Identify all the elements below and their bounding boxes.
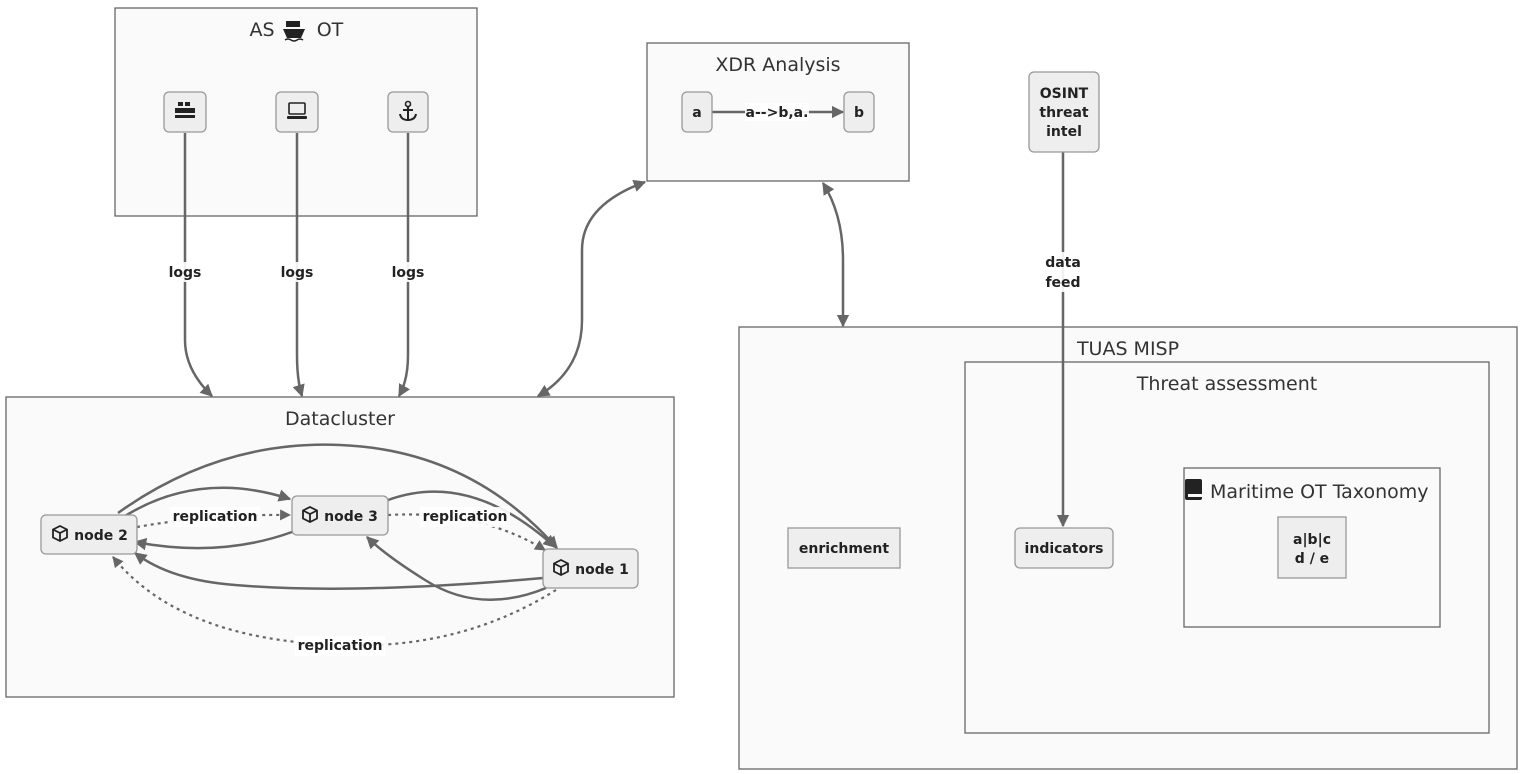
edge-xdr-datacluster <box>536 179 647 398</box>
cluster-misp-title: TUAS MISP <box>1076 338 1179 360</box>
svg-text:node 1: node 1 <box>575 562 629 578</box>
edge-label-replication-1-2: replication <box>295 636 385 656</box>
cluster-ot-title-prefix: AS <box>249 19 274 41</box>
cluster-taxonomy-title: Maritime OT Taxonomy <box>1210 481 1429 503</box>
anchor-icon <box>399 100 417 122</box>
svg-text:replication: replication <box>298 638 383 654</box>
node-node-2[interactable]: node 2 <box>40 514 138 555</box>
edge-node2-node1-top <box>117 443 558 549</box>
svg-text:threat: threat <box>1039 105 1089 121</box>
edge-logs-2 <box>292 133 305 398</box>
svg-text:data: data <box>1045 255 1081 271</box>
edge-label-xdr-a-b: a-->b,a. <box>745 103 809 121</box>
edge-node3-node2 <box>133 530 293 551</box>
node-node-1[interactable]: node 1 <box>542 548 639 589</box>
node-enrichment[interactable]: enrichment <box>787 527 901 569</box>
node-node-3[interactable]: node 3 <box>291 495 389 536</box>
cluster-threat-title: Threat assessment <box>1136 373 1317 395</box>
cluster-xdr-title: XDR Analysis <box>715 54 840 76</box>
node-osint-threat-intel[interactable]: OSINT threat intel <box>1028 71 1100 153</box>
edge-node1-node2 <box>134 552 544 590</box>
node-xdr-a[interactable]: a <box>681 91 713 133</box>
edge-node2-node3 <box>124 486 292 518</box>
svg-text:OSINT: OSINT <box>1040 86 1089 102</box>
node-taxonomy-table[interactable]: a|b|c d / e <box>1277 516 1347 579</box>
edge-logs-1 <box>183 133 213 397</box>
edge-replication-2-3 <box>136 509 292 529</box>
svg-text:node 3: node 3 <box>324 509 378 525</box>
svg-text:logs: logs <box>392 265 425 281</box>
edge-xdr-misp <box>821 181 850 328</box>
svg-text:a: a <box>692 105 701 121</box>
cube-icon <box>302 505 318 524</box>
svg-text:intel: intel <box>1046 124 1082 140</box>
cube-icon <box>553 558 569 577</box>
edge-node1-node3 <box>366 536 547 601</box>
svg-text:b: b <box>854 105 864 121</box>
cluster-datacluster-title: Datacluster <box>285 408 395 430</box>
node-indicators[interactable]: indicators <box>1014 527 1114 569</box>
edge-label-logs-3: logs <box>390 262 426 282</box>
edge-node3-node1 <box>387 490 556 548</box>
book-icon <box>1185 479 1202 500</box>
svg-text:enrichment: enrichment <box>799 541 889 557</box>
svg-text:feed: feed <box>1045 275 1080 291</box>
edge-label-data-feed: data feed <box>1043 252 1083 292</box>
svg-text:a-->b,a.: a-->b,a. <box>746 105 809 121</box>
svg-text:d / e: d / e <box>1295 551 1329 567</box>
ship-icon <box>175 102 195 118</box>
laptop-icon <box>287 102 307 119</box>
svg-text:node 2: node 2 <box>74 528 128 544</box>
edge-label-logs-1: logs <box>167 262 203 282</box>
edge-logs-3 <box>397 133 410 398</box>
svg-text:logs: logs <box>169 265 202 281</box>
cube-icon <box>52 524 68 543</box>
svg-text:indicators: indicators <box>1025 541 1104 557</box>
edge-label-replication-2-3: replication <box>170 507 260 527</box>
svg-text:replication: replication <box>423 509 508 525</box>
edge-label-replication-3-1: replication <box>420 507 510 527</box>
node-ot-device-3[interactable] <box>387 91 429 133</box>
svg-text:replication: replication <box>173 509 258 525</box>
node-ot-device-2[interactable] <box>275 91 319 133</box>
ship-icon <box>283 21 305 42</box>
svg-text:logs: logs <box>281 265 314 281</box>
cluster-ot-title-suffix: OT <box>317 19 344 41</box>
node-xdr-b[interactable]: b <box>843 91 875 133</box>
edge-label-logs-2: logs <box>279 262 315 282</box>
node-ot-device-1[interactable] <box>163 91 207 133</box>
svg-text:a|b|c: a|b|c <box>1293 532 1331 548</box>
